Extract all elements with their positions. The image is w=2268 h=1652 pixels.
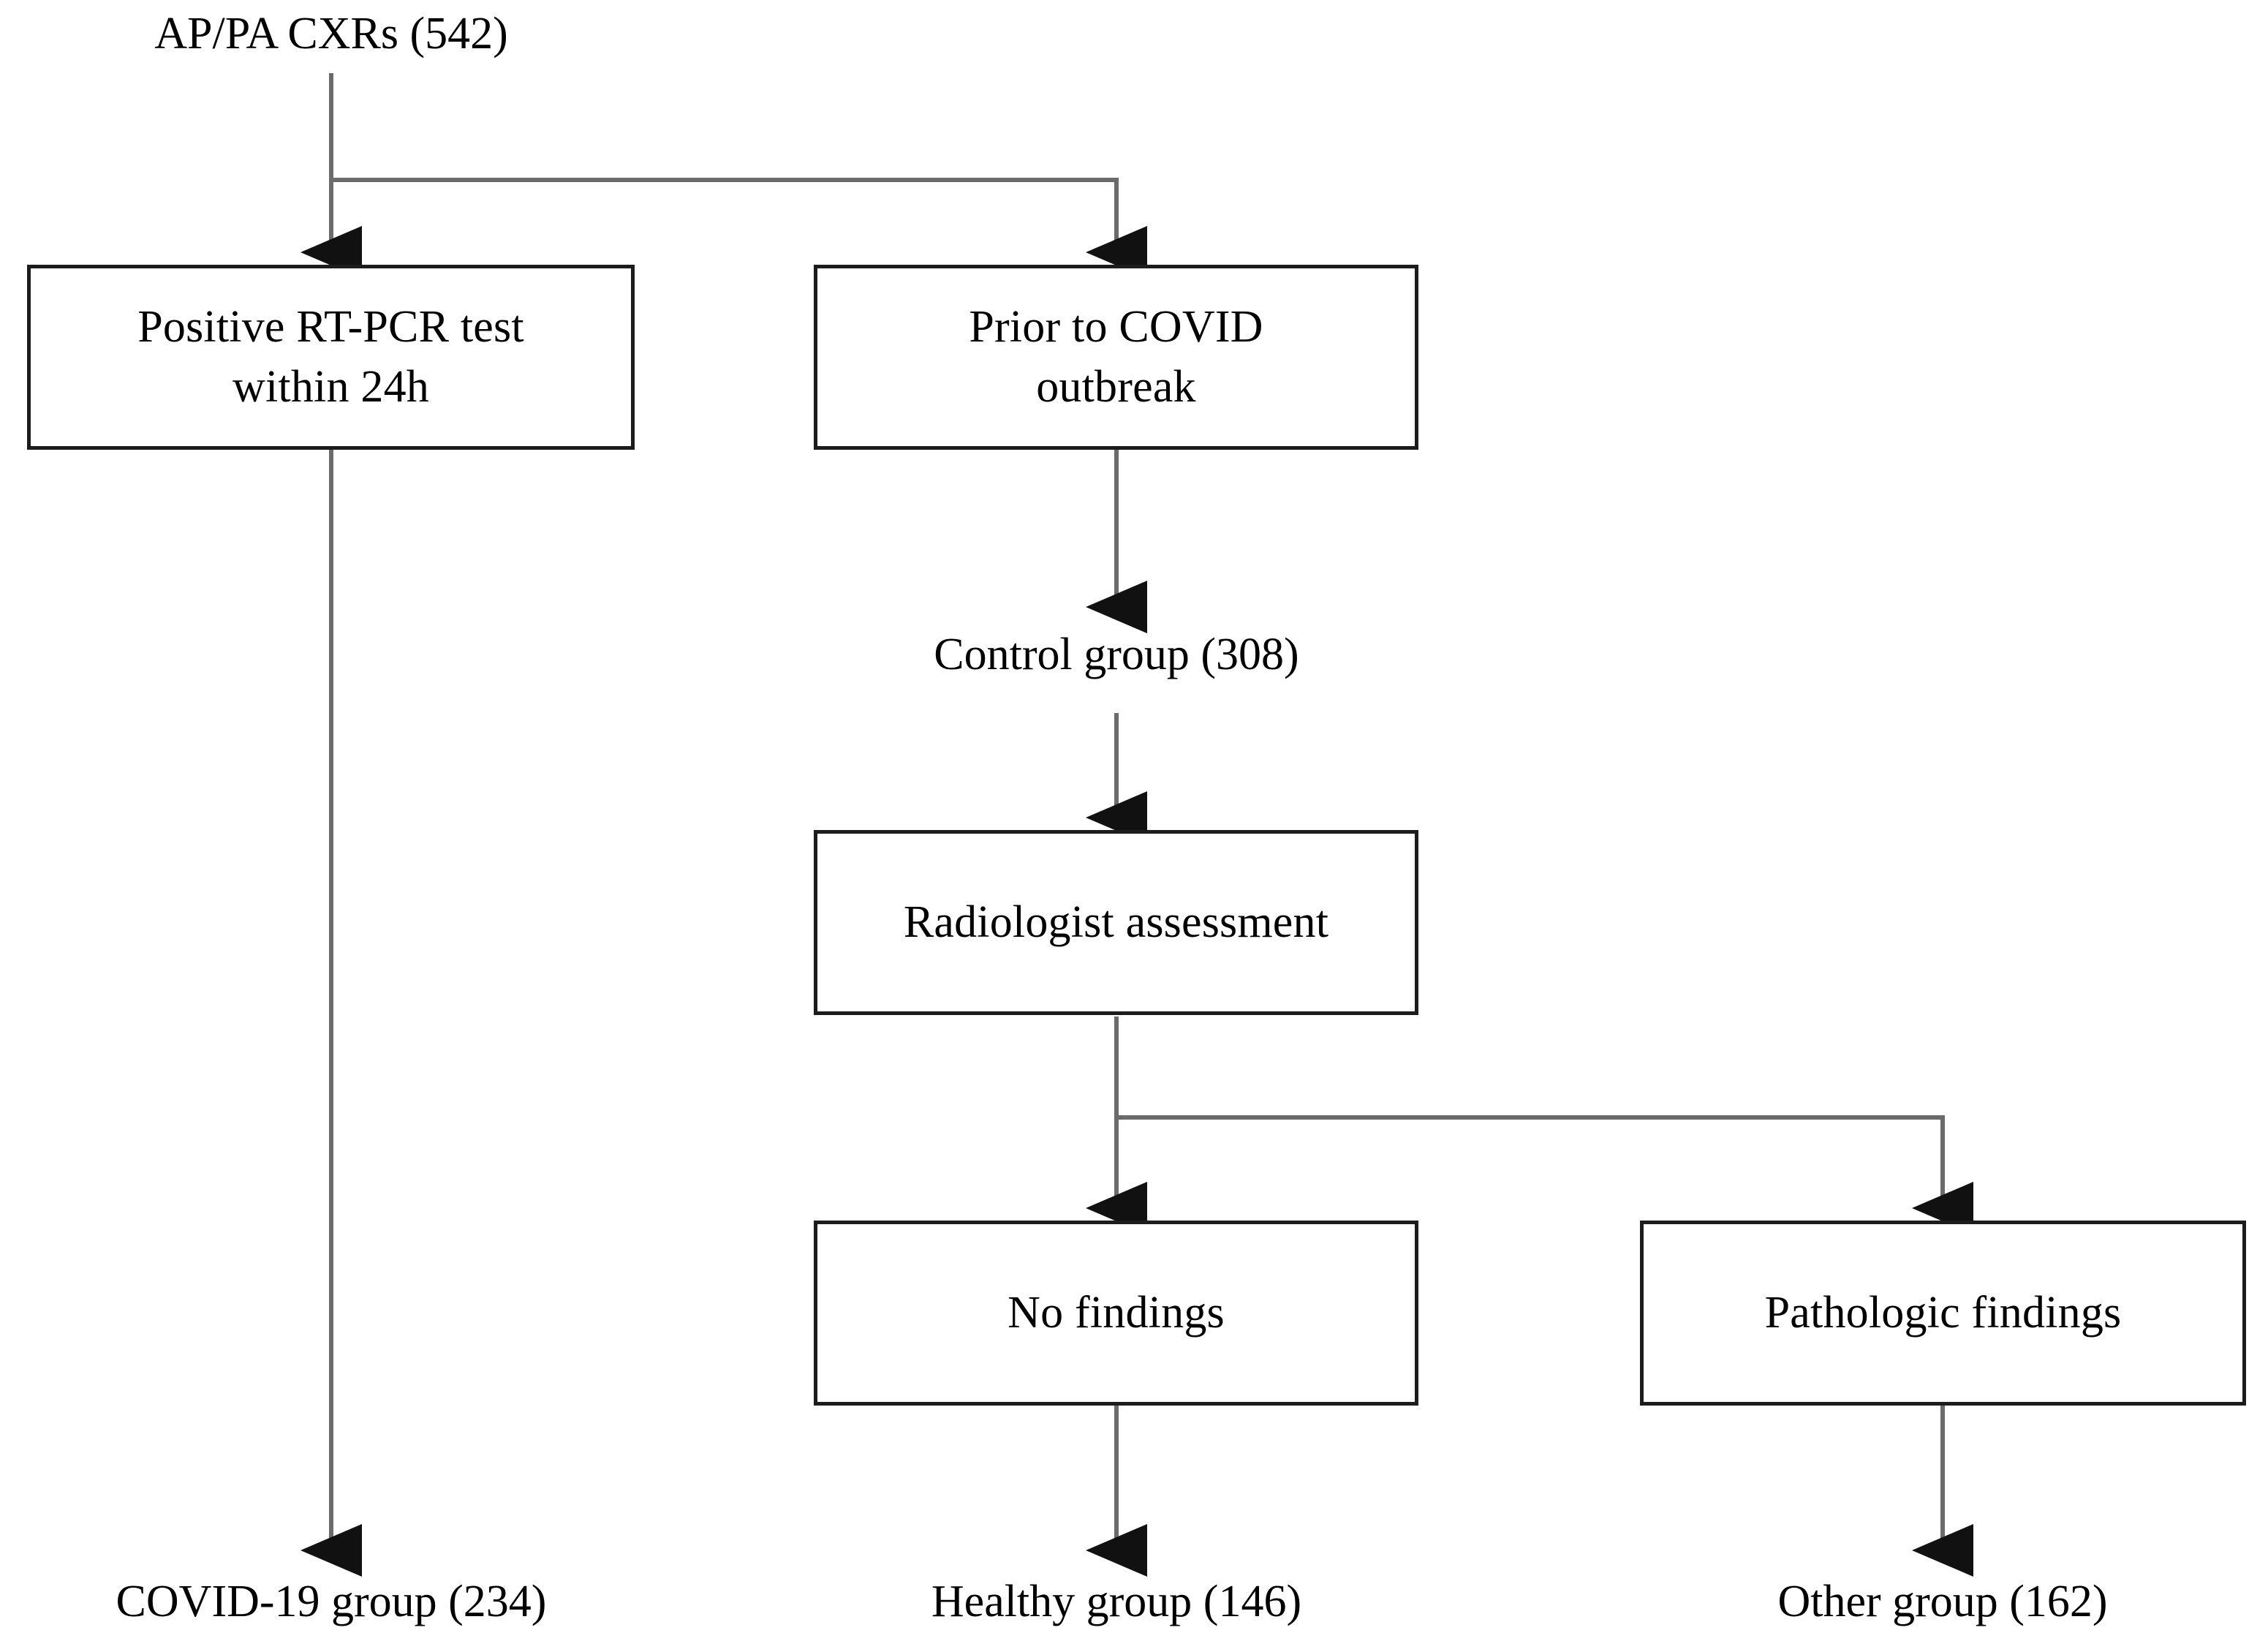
node-prior-covid-box[interactable]: Prior to COVID outbreak	[814, 265, 1418, 450]
node-source-label: AP/PA CXRs (542)	[154, 9, 508, 59]
edge-radiologist-split	[1114, 1017, 1945, 1120]
node-covid-group-label: COVID-19 group (234)	[116, 1577, 547, 1626]
node-prior-covid-label: Prior to COVID outbreak	[969, 301, 1263, 412]
node-healthy-group-label: Healthy group (146)	[931, 1577, 1302, 1626]
node-radiologist-box[interactable]: Radiologist assessment	[814, 830, 1418, 1015]
node-other-group-label: Other group (162)	[1777, 1577, 2108, 1626]
node-positive-rtpcr-label: Positive RT-PCR test within 24h	[137, 301, 524, 412]
node-pathologic-findings-label: Pathologic findings	[1764, 1287, 2122, 1338]
node-positive-rtpcr-box[interactable]: Positive RT-PCR test within 24h	[27, 265, 635, 450]
node-radiologist-label: Radiologist assessment	[903, 897, 1329, 947]
node-no-findings-box[interactable]: No findings	[814, 1221, 1418, 1406]
node-pathologic-findings-box[interactable]: Pathologic findings	[1640, 1221, 2246, 1406]
edge-source-split	[329, 73, 1119, 182]
node-no-findings-label: No findings	[1008, 1287, 1225, 1338]
node-control-group-label: Control group (308)	[934, 630, 1299, 679]
